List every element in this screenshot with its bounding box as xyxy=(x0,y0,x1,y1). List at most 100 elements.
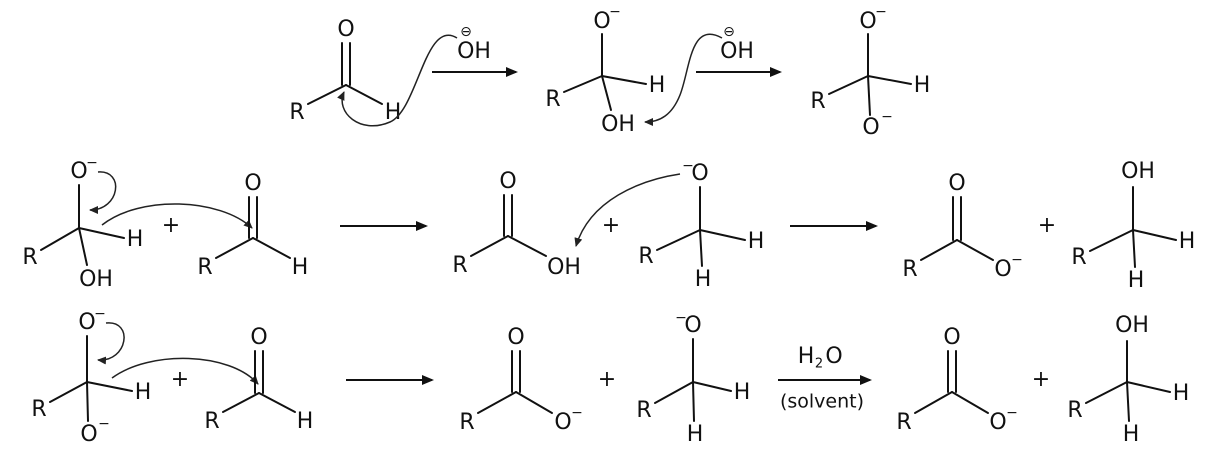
bond-C-H xyxy=(601,75,647,85)
atom-R: R xyxy=(289,100,304,125)
atom-H: H xyxy=(914,73,931,98)
tetrahedral-intermediate: O − R H OH xyxy=(22,155,143,292)
charge-minus: − xyxy=(94,306,106,322)
atom-R: R xyxy=(545,87,560,112)
bond-R-C xyxy=(215,237,254,259)
atom-H: H xyxy=(1123,422,1140,447)
bond-C-O xyxy=(956,239,994,261)
curved-arrow-proton-transfer xyxy=(574,173,681,247)
alcohol-product: OH R H H xyxy=(1071,159,1195,293)
plus-sign: + xyxy=(598,367,616,392)
bond-C-O xyxy=(951,391,989,414)
bond-R-C xyxy=(470,235,509,257)
atom-O: O xyxy=(948,171,965,196)
bond-C-H xyxy=(699,229,746,241)
water-subscript: 2 xyxy=(815,357,823,372)
plus-sign: + xyxy=(602,213,620,238)
bond-C-O-bottom xyxy=(86,381,89,422)
alkoxide-ion: − O R H H xyxy=(638,158,764,292)
atom-O: O xyxy=(862,115,879,140)
atom-R: R xyxy=(22,245,37,270)
atom-H: H xyxy=(748,229,765,254)
atom-R: R xyxy=(896,410,911,435)
atom-H: H xyxy=(385,100,402,125)
bond-C-H xyxy=(867,75,912,85)
carboxylate-ion: O R O − xyxy=(902,171,1023,282)
bond-C-H xyxy=(1132,229,1177,241)
curved-arrow-oxyanion-reform xyxy=(97,322,125,365)
atom-H: H xyxy=(734,380,751,405)
bond-R-C xyxy=(1089,229,1134,252)
atom-R: R xyxy=(636,398,651,423)
solvent-label: (solvent) xyxy=(780,391,864,413)
dianion-intermediate: O − R H O − xyxy=(810,4,930,140)
row-1: R O H ⊖ OH O − R H OH ⊖ OH O xyxy=(289,4,930,140)
alcohol-product: OH R H H xyxy=(1067,313,1189,447)
bond-C-H xyxy=(1126,381,1171,393)
atom-H: H xyxy=(297,409,314,434)
bond-R-C xyxy=(1085,381,1128,404)
atom-O: O xyxy=(244,171,261,196)
atom-O: O xyxy=(691,161,708,186)
atom-H: H xyxy=(127,227,144,252)
atom-O: O xyxy=(859,9,876,34)
bond-R-C xyxy=(40,227,80,251)
aldehyde-molecule: O R H xyxy=(204,325,313,434)
bond-C-O-bottom xyxy=(867,75,871,116)
atom-OH: OH xyxy=(79,267,113,292)
charge-minus: − xyxy=(881,109,893,125)
atom-O: O xyxy=(80,422,97,447)
dianion-intermediate: O − R H O − xyxy=(31,306,151,447)
atom-O: O xyxy=(943,325,960,350)
atom-O: O xyxy=(337,17,354,42)
atom-O: O xyxy=(78,310,95,335)
bond-C-H xyxy=(692,381,732,392)
atom-O: O xyxy=(593,9,610,34)
bond-C-H xyxy=(252,237,291,259)
bond-R-C xyxy=(49,381,88,403)
atom-R: R xyxy=(204,409,219,434)
bond-R-C xyxy=(477,391,517,414)
charge-minus: − xyxy=(571,405,583,421)
bond-R-C xyxy=(914,391,953,414)
bond-C-H xyxy=(86,381,133,392)
row-2: O − R H OH + O R H O R OH xyxy=(22,155,1195,293)
bond-C-H xyxy=(258,392,296,413)
bond-R-C xyxy=(222,392,260,413)
carboxylic-acid: O R OH xyxy=(452,169,581,280)
atom-R: R xyxy=(459,410,474,435)
atom-OH: OH xyxy=(601,112,635,137)
plus-sign: + xyxy=(1038,213,1056,238)
carboxylate-ion: O R O − xyxy=(896,325,1018,435)
bond-C-OH xyxy=(78,227,88,266)
atom-O: O xyxy=(499,169,516,194)
aldehyde-molecule: R O H xyxy=(289,17,401,125)
atom-O: O xyxy=(989,410,1006,435)
bond-C-H xyxy=(699,229,703,267)
bond-R-C xyxy=(656,229,701,251)
atom-R: R xyxy=(1071,245,1086,270)
alkoxide-ion: − O R H H xyxy=(636,310,750,447)
atom-O: O xyxy=(70,159,87,184)
atom-R: R xyxy=(452,253,467,278)
aldehyde-molecule: O R H xyxy=(197,171,308,280)
charge-minus: − xyxy=(86,155,98,171)
hydroxide-charge: ⊖ xyxy=(460,24,472,40)
bond-C-H xyxy=(692,381,695,422)
atom-OH: OH xyxy=(547,255,581,280)
charge-minus: − xyxy=(1006,405,1018,421)
charge-minus: − xyxy=(98,416,110,432)
carboxylate-ion: O R O − xyxy=(459,325,583,435)
bond-R-C xyxy=(307,84,347,105)
charge-minus: − xyxy=(1011,252,1023,268)
curved-arrow-oxyanion-reform xyxy=(89,171,117,214)
bond-C-H xyxy=(1132,229,1136,268)
row-3: O − R H O − + O R H O R O xyxy=(31,306,1189,447)
plus-sign: + xyxy=(162,213,180,238)
hydroxide-label: OH xyxy=(457,39,491,64)
atom-R: R xyxy=(31,397,46,422)
atom-O: O xyxy=(554,410,571,435)
curved-arrow-hydride-transfer xyxy=(111,357,259,385)
atom-O: O xyxy=(507,325,524,350)
